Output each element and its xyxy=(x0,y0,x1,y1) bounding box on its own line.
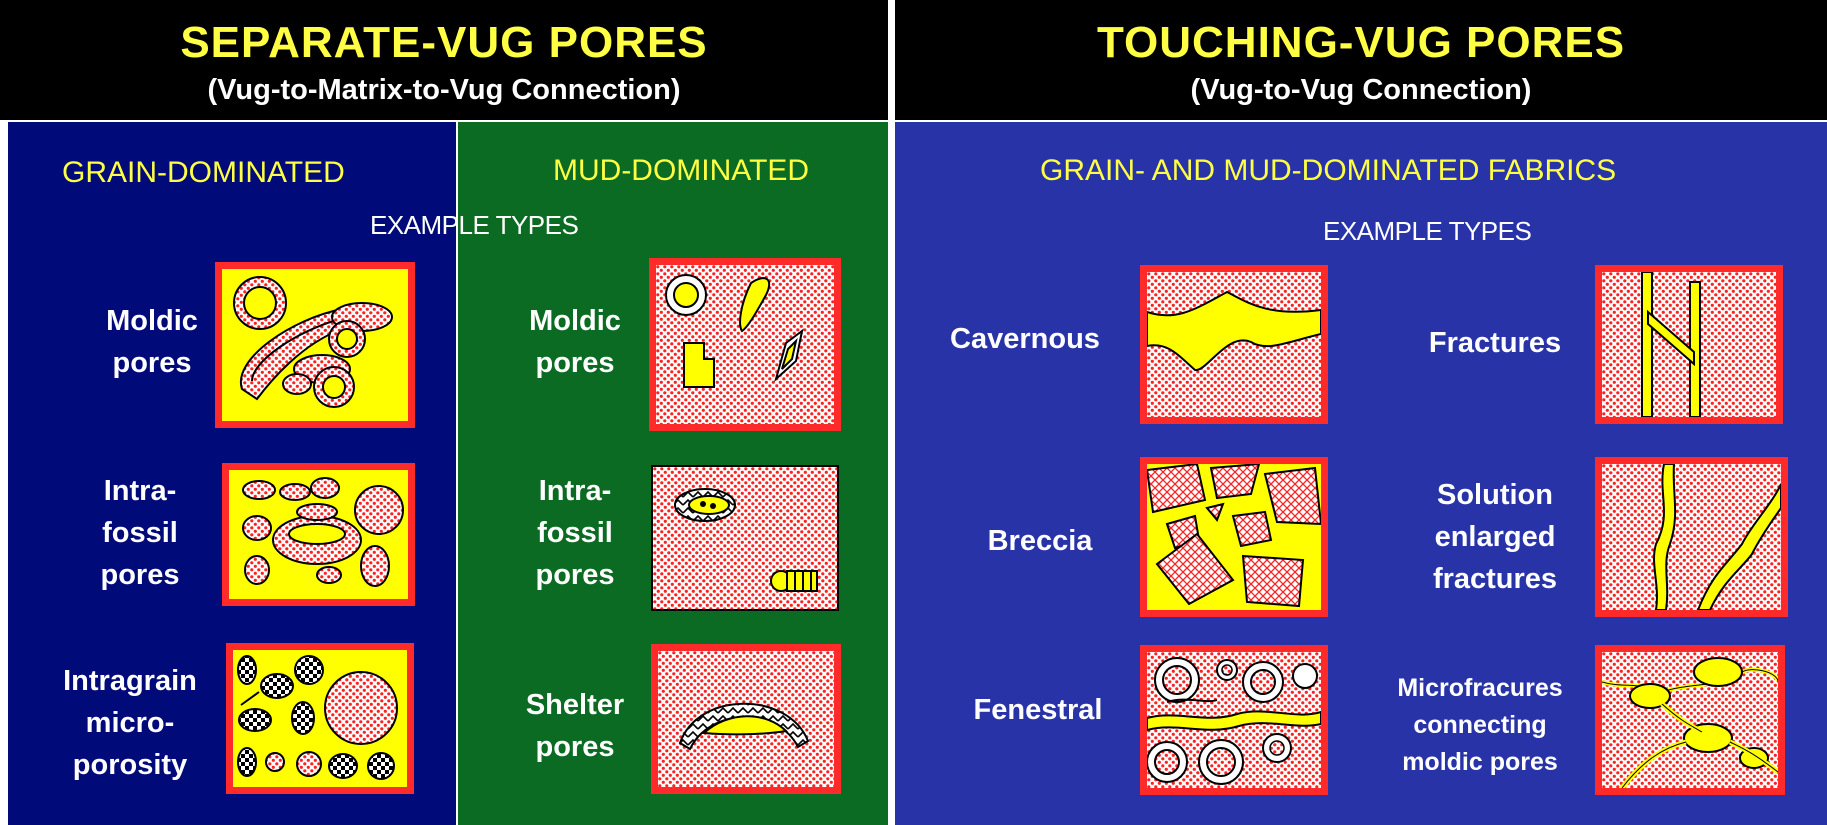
mud-intrafossil-diagram xyxy=(651,465,839,611)
grain-dominated-heading: GRAIN-DOMINATED xyxy=(62,156,345,190)
breccia-diagram xyxy=(1140,457,1328,617)
grain-intragrain-label: Intragrain micro- porosity xyxy=(40,660,220,786)
grain-intrafossil-diagram xyxy=(222,463,415,606)
fractures-label: Fractures xyxy=(1405,322,1585,364)
touching-vug-header: TOUCHING-VUG PORES (Vug-to-Vug Connectio… xyxy=(895,0,1827,120)
mud-shelter-label: Shelter pores xyxy=(505,684,645,768)
touching-vug-subtitle: (Vug-to-Vug Connection) xyxy=(895,74,1827,107)
grain-moldic-diagram xyxy=(215,262,415,428)
mud-moldic-label: Moldic pores xyxy=(505,300,645,384)
separate-vug-title: SEPARATE-VUG PORES xyxy=(0,18,888,68)
solution-fractures-label: Solution enlarged fractures xyxy=(1405,474,1585,600)
fenestral-diagram xyxy=(1140,645,1328,795)
fabrics-heading: GRAIN- AND MUD-DOMINATED FABRICS xyxy=(1040,154,1616,188)
example-types-left: EXAMPLE TYPES xyxy=(370,210,578,241)
mud-intrafossil-label: Intra- fossil pores xyxy=(505,470,645,596)
grain-moldic-label: Moldic pores xyxy=(72,300,232,384)
touching-vug-title: TOUCHING-VUG PORES xyxy=(895,18,1827,68)
mud-shelter-diagram xyxy=(651,644,841,794)
separate-vug-header: SEPARATE-VUG PORES (Vug-to-Matrix-to-Vug… xyxy=(0,0,888,120)
breccia-label: Breccia xyxy=(960,520,1120,562)
microfractures-diagram xyxy=(1595,645,1785,795)
grain-intragrain-diagram xyxy=(226,643,414,794)
cavernous-diagram xyxy=(1140,265,1328,424)
fenestral-label: Fenestral xyxy=(948,689,1128,731)
fractures-diagram xyxy=(1595,265,1783,424)
mud-dominated-heading: MUD-DOMINATED xyxy=(553,154,809,188)
cavernous-label: Cavernous xyxy=(930,318,1120,360)
example-types-right: EXAMPLE TYPES xyxy=(1323,216,1531,247)
separate-vug-subtitle: (Vug-to-Matrix-to-Vug Connection) xyxy=(0,74,888,107)
microfractures-label: Microfracures connecting moldic pores xyxy=(1375,670,1585,781)
grain-intrafossil-label: Intra- fossil pores xyxy=(60,470,220,596)
solution-fractures-diagram xyxy=(1595,457,1788,617)
mud-moldic-diagram xyxy=(649,258,841,431)
